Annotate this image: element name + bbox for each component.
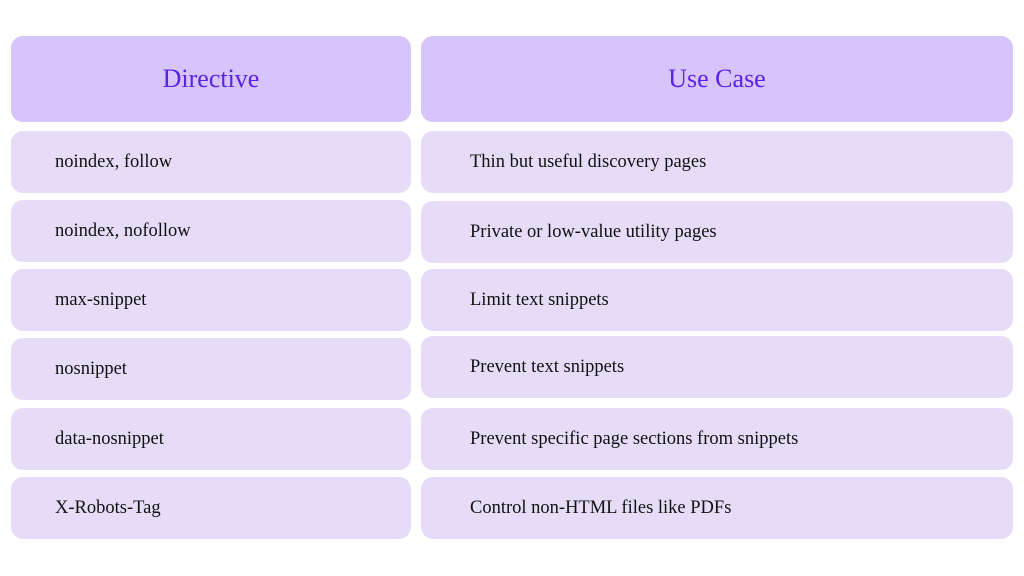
use-case-cell: Prevent text snippets [421, 336, 1013, 398]
directive-cell: noindex, follow [11, 131, 411, 193]
use-case-cell: Prevent specific page sections from snip… [421, 408, 1013, 470]
directive-cell: nosnippet [11, 338, 411, 400]
directive-cell: X-Robots-Tag [11, 477, 411, 539]
directive-cell: data-nosnippet [11, 408, 411, 470]
header-directive: Directive [11, 36, 411, 122]
header-use-case: Use Case [421, 36, 1013, 122]
use-case-cell: Limit text snippets [421, 269, 1013, 331]
directive-cell: noindex, nofollow [11, 200, 411, 262]
directive-cell: max-snippet [11, 269, 411, 331]
use-case-cell: Private or low-value utility pages [421, 201, 1013, 263]
use-case-cell: Thin but useful discovery pages [421, 131, 1013, 193]
use-case-cell: Control non-HTML files like PDFs [421, 477, 1013, 539]
